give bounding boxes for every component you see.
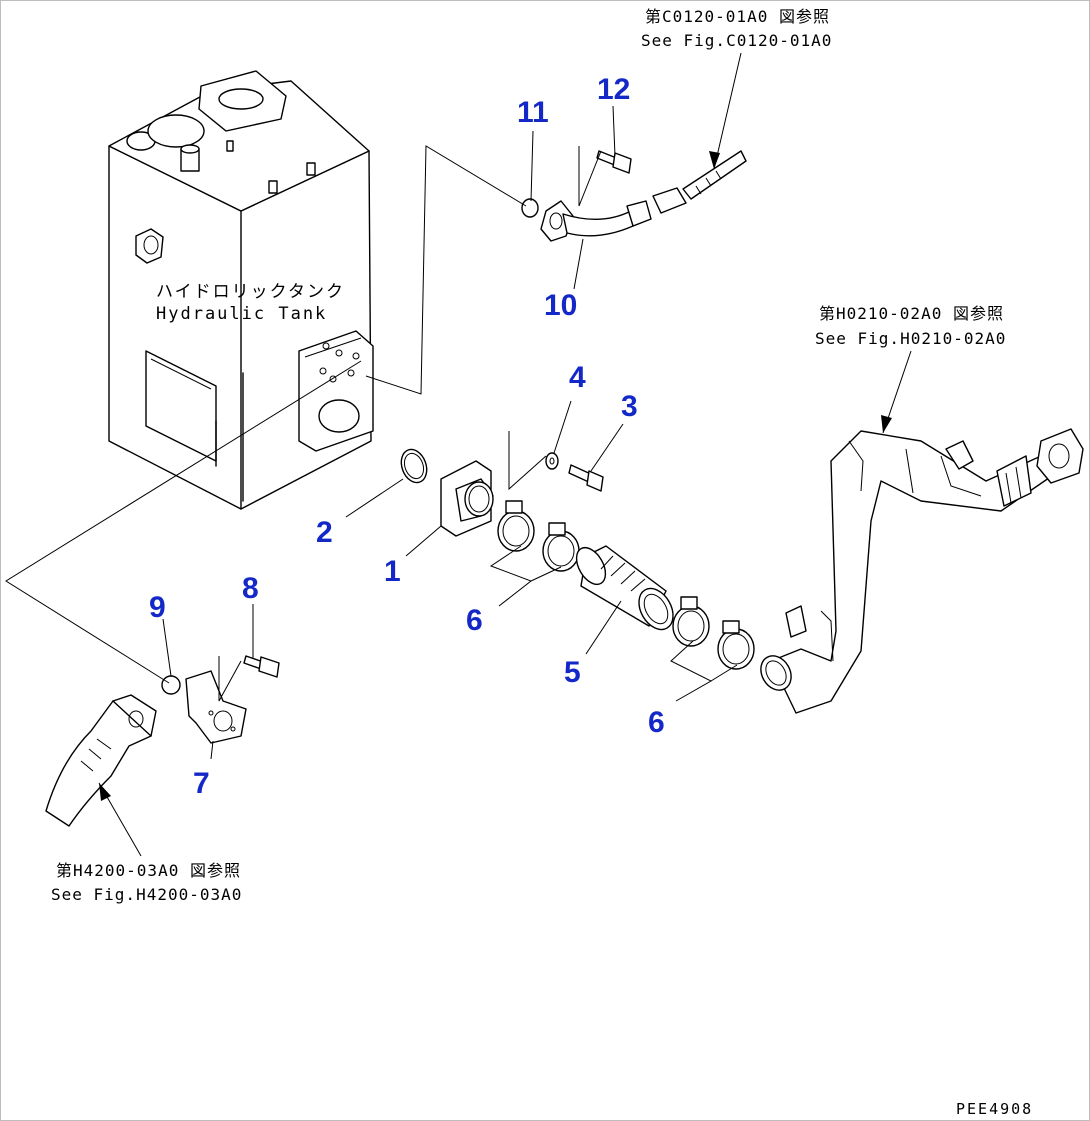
part-11-o-ring <box>521 198 539 218</box>
callout-1: 1 <box>384 555 401 588</box>
callout-2: 2 <box>316 516 333 549</box>
part-6-clamps-upper <box>497 500 580 572</box>
callout-12: 12 <box>597 73 630 106</box>
callout-4: 4 <box>569 361 586 394</box>
callout-5: 5 <box>564 656 581 689</box>
callout-11: 11 <box>517 96 549 129</box>
part-6-clamps-lower <box>672 596 755 670</box>
return-hose-lower <box>45 694 157 827</box>
callout-6-upper: 6 <box>466 604 483 637</box>
ref-top-en: See Fig.C0120-01A0 <box>641 31 832 50</box>
callout-6-lower: 6 <box>648 706 665 739</box>
part-12-bolt <box>596 150 632 174</box>
part-2-o-ring <box>400 448 428 484</box>
tank-label-jp: ハイドロリックタンク <box>156 282 345 302</box>
ref-top-jp: 第C0120-01A0 図参照 <box>645 7 830 26</box>
drawing-code: PEE4908 <box>956 1100 1033 1118</box>
suction-pipe-right <box>760 428 1084 714</box>
callout-3: 3 <box>621 390 638 423</box>
callout-10: 10 <box>544 289 577 322</box>
ref-bottom-en: See Fig.H4200-03A0 <box>51 885 242 904</box>
tank-label-en: Hydraulic Tank <box>156 304 327 324</box>
part-10-tube <box>540 150 747 242</box>
part-7-flange <box>185 670 247 744</box>
callout-8: 8 <box>242 572 259 605</box>
callout-7: 7 <box>193 767 210 800</box>
part-1-flange-elbow <box>440 460 494 537</box>
hydraulic-tank: ハイドロリックタンク Hydraulic Tank <box>108 70 374 510</box>
part-4-washer <box>545 452 559 470</box>
ref-right-jp: 第H0210-02A0 図参照 <box>819 304 1004 323</box>
leader-lines <box>5 52 912 857</box>
part-3-bolt <box>568 464 604 492</box>
ref-bottom-jp: 第H4200-03A0 図参照 <box>56 861 241 880</box>
ref-right-en: See Fig.H0210-02A0 <box>815 329 1006 348</box>
part-5-hose <box>575 545 674 631</box>
part-8-bolt <box>243 655 280 678</box>
callout-9: 9 <box>149 591 166 624</box>
part-9-o-ring <box>161 675 181 695</box>
